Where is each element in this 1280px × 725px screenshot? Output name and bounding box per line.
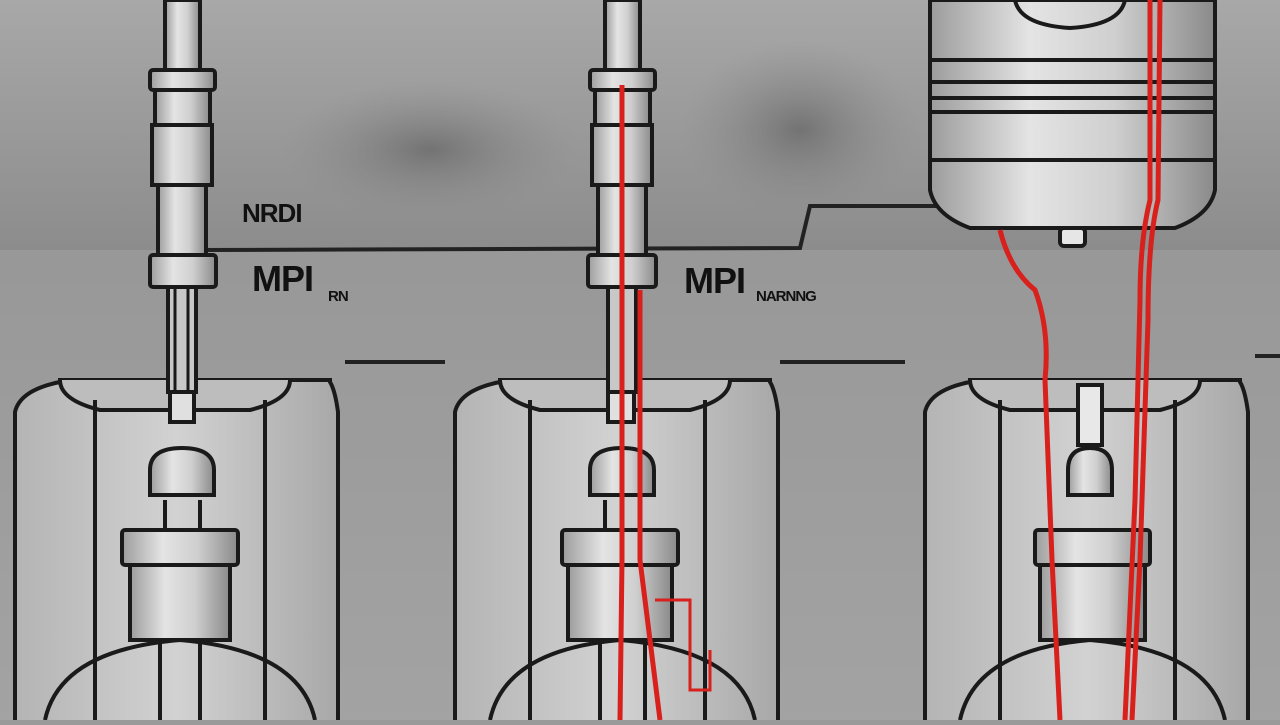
fuel-line [173,287,190,392]
label-center-sub: NARNNG [756,288,817,305]
label-left-main: MPI [252,258,314,299]
label-left-sub: RN [328,288,349,305]
piston-icon [928,0,1217,248]
background-shade [280,80,580,220]
background-shade [680,40,920,220]
horizon-line [199,204,940,252]
wire-harness [997,0,1163,721]
injector-icon [120,0,240,720]
label-left-top: NRDI [242,198,303,228]
label-center-main: MPI [684,260,746,301]
wire-harness [617,85,712,721]
cylinder-icon [923,378,1250,721]
